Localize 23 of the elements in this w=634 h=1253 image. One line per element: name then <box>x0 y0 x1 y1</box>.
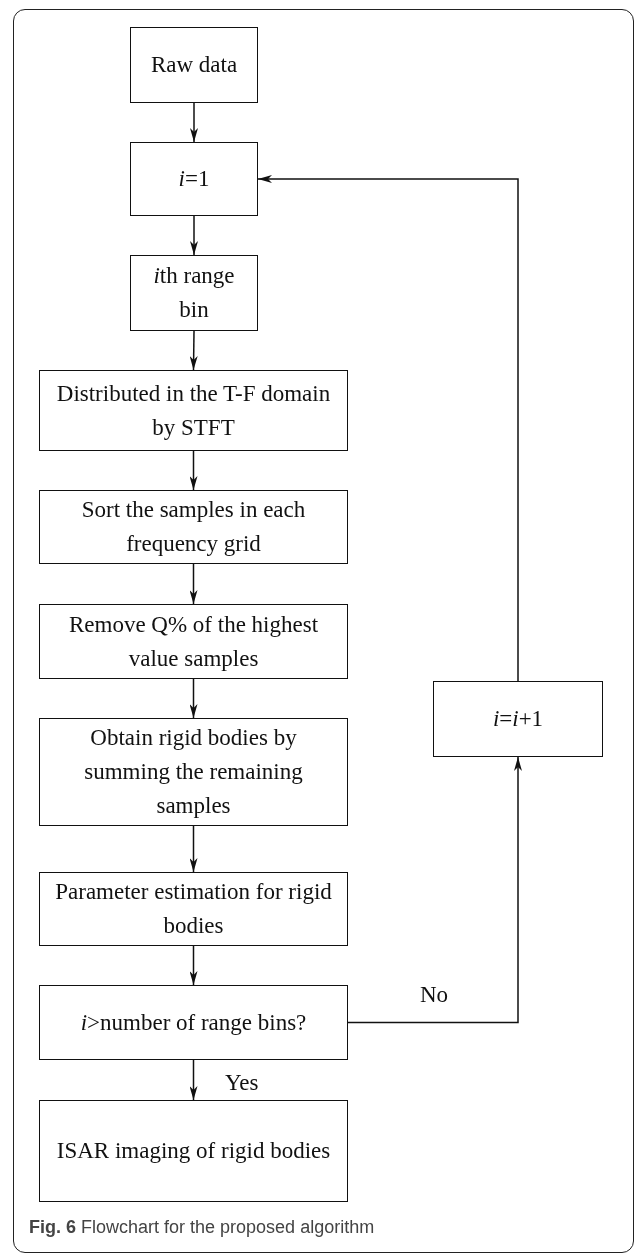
arrow <box>190 102 198 143</box>
process-box: Raw data <box>130 27 258 103</box>
process-box: i=1 <box>130 142 258 216</box>
arrow <box>189 825 198 873</box>
figure-caption: Fig. 6 Flowchart for the proposed algorithm <box>29 1217 375 1238</box>
process-box: Obtain rigid bodies by summing the remaining samples <box>39 718 348 826</box>
arrow <box>257 175 519 682</box>
arrow <box>190 215 198 256</box>
arrow <box>189 563 198 605</box>
process-box: ISAR imaging of rigid bodies <box>39 1100 348 1202</box>
decision-box: i>number of range bins? <box>39 985 348 1060</box>
process-box: Distributed in the T-F domain by STFT <box>39 370 348 451</box>
process-box: Sort the samples in each frequency grid <box>39 490 348 564</box>
arrow <box>189 450 198 491</box>
process-box: Remove Q% of the highest value samples <box>39 604 348 679</box>
arrow <box>189 1059 198 1101</box>
process-box: Parameter estimation for rigid bodies <box>39 872 348 946</box>
process-box: i=i+1 <box>433 681 603 757</box>
arrow <box>189 330 198 371</box>
arrow <box>347 756 522 1024</box>
arrow <box>189 678 198 719</box>
arrow <box>189 945 198 986</box>
process-box: ith range bin <box>130 255 258 331</box>
